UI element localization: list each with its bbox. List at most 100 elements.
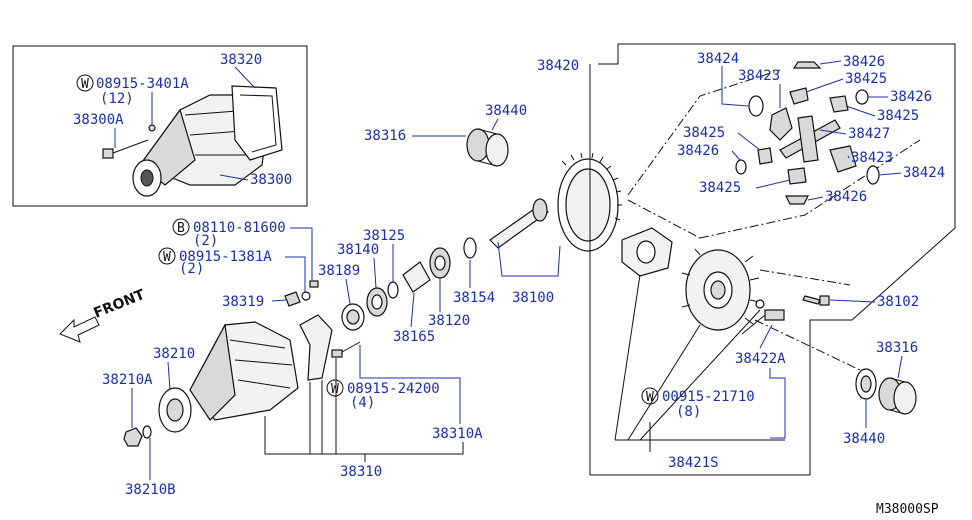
pinion-38425-b[interactable] — [829, 95, 849, 113]
label-38210: 38210 — [153, 346, 195, 362]
bearing-38440-b[interactable] — [855, 368, 877, 400]
thrust-washer-38426-b[interactable] — [855, 89, 869, 105]
bearing-38440[interactable] — [466, 128, 509, 167]
bolt-38300A[interactable] — [102, 139, 149, 159]
pinion-shaft-38427[interactable] — [779, 115, 841, 163]
pinion-38425-d[interactable] — [787, 167, 807, 185]
label-38210B: 38210B — [125, 482, 176, 498]
label-38440-b: 38440 — [843, 431, 885, 447]
label-38165: 38165 — [393, 329, 435, 345]
washer-08915-3401A[interactable] — [148, 124, 156, 132]
pinion-38425-a[interactable] — [789, 87, 809, 105]
washer-08915-1381A[interactable] — [301, 291, 311, 301]
label-38125: 38125 — [363, 228, 405, 244]
diff-outline — [589, 43, 956, 476]
label-38423-a: 38423 — [738, 68, 780, 84]
label-38423-b: 38423 — [851, 150, 893, 166]
label-38420: 38420 — [537, 58, 579, 74]
label-38424-b: 38424 — [903, 165, 945, 181]
label-38427: 38427 — [848, 126, 890, 142]
nut-38210A[interactable] — [123, 427, 143, 447]
svg-text:B: B — [177, 221, 185, 236]
svg-text:W: W — [163, 250, 171, 265]
label-38426-d: 38426 — [825, 189, 867, 205]
label-38320: 38320 — [220, 52, 262, 68]
bolt-38422A[interactable] — [741, 309, 785, 335]
bearing-38140[interactable] — [366, 287, 388, 317]
label-38189: 38189 — [318, 263, 360, 279]
b-marker — [172, 218, 190, 236]
label-08915-24200: 08915-24200 — [347, 381, 440, 397]
diff-case-half[interactable] — [621, 227, 673, 277]
thrust-washer-38426-a[interactable] — [792, 61, 822, 69]
bearing-38316-b[interactable] — [878, 377, 917, 415]
side-gear-38423-a[interactable] — [769, 107, 793, 141]
side-gear-38423-b[interactable] — [829, 145, 857, 173]
svg-text:W: W — [331, 382, 339, 397]
label-38300: 38300 — [250, 172, 292, 188]
front-arrow: FRONT — [59, 287, 148, 343]
bolt-08110-81600[interactable] — [309, 280, 319, 288]
spacer-38165[interactable] — [402, 261, 431, 293]
label-38210A: 38210A — [102, 372, 153, 388]
label-08915-1381A: 08915-1381A — [179, 249, 272, 265]
w-marker-3 — [326, 379, 344, 397]
label-00915-21710: 00915-21710 — [662, 389, 755, 405]
label-38422A: 38422A — [735, 351, 786, 367]
qty-8: (8) — [676, 404, 701, 420]
qty-4: (4) — [350, 395, 375, 411]
label-38425-d: 38425 — [699, 180, 741, 196]
label-38421S: 38421S — [668, 455, 719, 471]
label-38440-a: 38440 — [485, 103, 527, 119]
washer-38210B[interactable] — [142, 425, 152, 439]
label-38426-a: 38426 — [843, 54, 885, 70]
label-38426-c: 38426 — [677, 143, 719, 159]
qty-2-a: (2) — [193, 233, 218, 249]
washer-38154[interactable] — [463, 237, 477, 259]
label-38154: 38154 — [453, 290, 495, 306]
plug-38319[interactable] — [284, 291, 301, 307]
washer-38125[interactable] — [387, 281, 399, 299]
washer-38424-a[interactable] — [748, 95, 764, 117]
w-marker-2 — [158, 247, 176, 265]
washer-00915-21710[interactable] — [755, 299, 765, 309]
label-38426-b: 38426 — [890, 89, 932, 105]
label-38425-a: 38425 — [845, 71, 887, 87]
bolt-08915-24200[interactable] — [331, 341, 361, 358]
drive-gear-38100[interactable] — [489, 152, 622, 252]
svg-text:W: W — [646, 390, 654, 405]
svg-text:W: W — [81, 77, 89, 92]
pinion-38425-c[interactable] — [757, 147, 773, 165]
qty-12: (12) — [100, 91, 134, 107]
label-38425-b: 38425 — [877, 108, 919, 124]
diagram-id: M38000SP — [876, 502, 939, 517]
label-38316-a: 38316 — [364, 128, 406, 144]
label-38120: 38120 — [428, 313, 470, 329]
label-38102: 38102 — [877, 294, 919, 310]
thrust-washer-38426-c[interactable] — [735, 159, 747, 175]
washer-38424-b[interactable] — [866, 165, 880, 185]
label-38300A: 38300A — [73, 112, 124, 128]
oil-seal-38189[interactable] — [341, 303, 365, 331]
label-08915-3401A: 08915-3401A — [96, 76, 189, 92]
thrust-washer-38426-d[interactable] — [785, 195, 809, 205]
label-38310A: 38310A — [432, 426, 483, 442]
label-08110-81600: 08110-81600 — [193, 220, 286, 236]
label-38316-b: 38316 — [876, 340, 918, 356]
qty-2-b: (2) — [179, 261, 204, 277]
inset-box — [12, 45, 308, 207]
bearing-38120[interactable] — [429, 247, 451, 279]
bolt-38102[interactable] — [802, 295, 830, 306]
front-label: FRONT — [92, 287, 148, 322]
label-38319: 38319 — [222, 294, 264, 310]
bracket-38310A[interactable] — [299, 314, 333, 381]
label-38140: 38140 — [337, 242, 379, 258]
label-38424-a: 38424 — [697, 51, 739, 67]
label-38100: 38100 — [512, 290, 554, 306]
label-38310: 38310 — [340, 464, 382, 480]
diff-case-38421S[interactable] — [681, 248, 760, 331]
housing-38310[interactable] — [158, 321, 299, 433]
gasket-38320[interactable] — [231, 85, 283, 161]
